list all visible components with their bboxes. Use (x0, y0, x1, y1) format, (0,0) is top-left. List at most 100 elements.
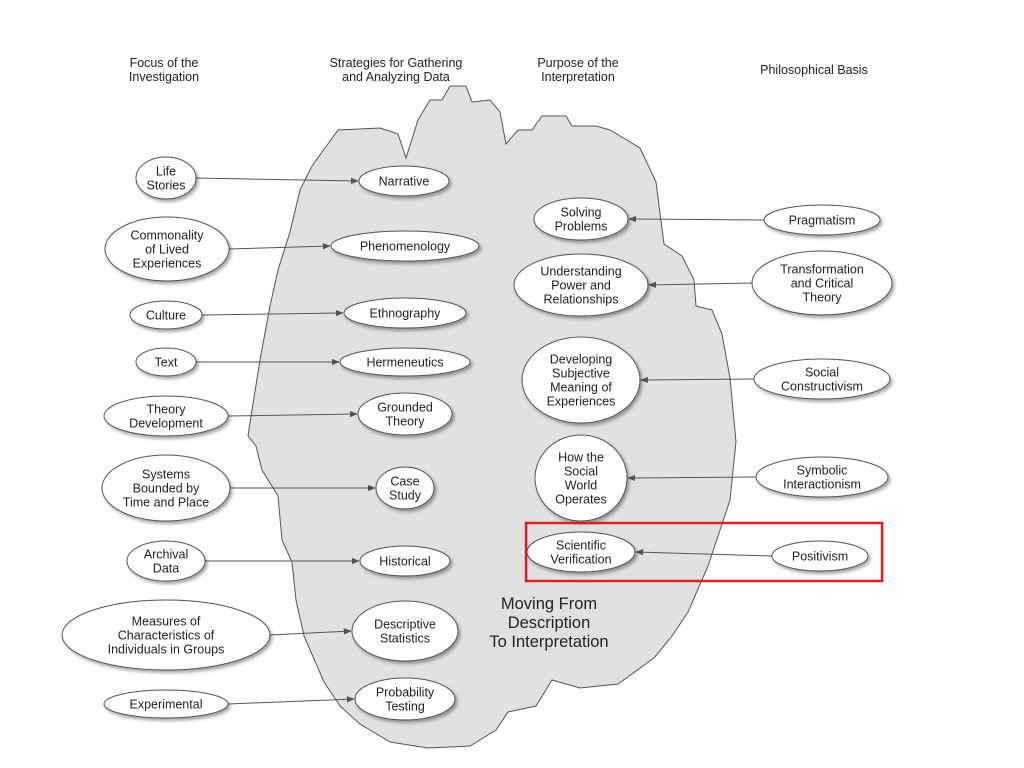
strategy-node-historical-label: Historical (379, 555, 430, 569)
header-purpose: Purpose of the Interpretation (537, 56, 619, 84)
purpose-node-solving-problems-ellipse (533, 197, 629, 241)
focus-node-systems-bounded-ellipse (101, 454, 231, 522)
focus-node-culture-ellipse (129, 300, 203, 330)
purpose-node-social-world-label: How the (558, 451, 604, 465)
strategy-node-descriptive-statistics-label: Descriptive (374, 618, 436, 632)
strategy-node-ethnography-label: Ethnography (370, 307, 442, 321)
strategy-node-grounded-theory-ellipse (357, 392, 453, 436)
strategy-node-hermeneutics-ellipse (339, 347, 471, 377)
focus-node-commonality-ellipse (104, 216, 230, 282)
focus-node-commonality-label: Experiences (133, 257, 202, 271)
strategy-node-historical: Historical (359, 545, 451, 577)
focus-node-measures-label: Individuals in Groups (108, 643, 225, 657)
focus-node-systems-bounded-label: Time and Place (123, 496, 209, 510)
purpose-node-scientific-verification-label: Scientific (556, 539, 606, 553)
focus-node-text-ellipse (135, 347, 197, 377)
arrow-theory-development-to-grounded-theory (227, 410, 358, 418)
strategy-node-probability-testing-label: Probability (376, 686, 435, 700)
purpose-node-developing-meaning-label: Developing (550, 353, 613, 367)
strategy-node-narrative-label: Narrative (379, 175, 430, 189)
philosophy-node-social-constructivism-ellipse (753, 358, 891, 400)
strategy-node-ethnography-ellipse (343, 297, 467, 329)
center-caption-line-3: To Interpretation (489, 633, 608, 651)
focus-node-life-stories-label: Stories (147, 179, 186, 193)
connector-lines (195, 177, 773, 705)
strategy-node-grounded-theory-label: Theory (386, 415, 426, 429)
philosophy-node-transformation-label: Theory (803, 291, 843, 305)
focus-node-commonality-label: Commonality (131, 229, 205, 243)
focus-node-systems-bounded-label: Bounded by (133, 482, 200, 496)
focus-node-text: Text (135, 347, 197, 377)
focus-node-theory-development-label: Theory (147, 403, 187, 417)
purpose-node-understanding-power-label: Power and (551, 279, 611, 293)
focus-node-life-stories-ellipse (135, 156, 197, 200)
arrow-culture-to-ethnography (201, 309, 344, 317)
purpose-node-scientific-verification-label: Verification (550, 553, 611, 567)
philosophy-node-symbolic-interactionism-label: Interactionism (783, 478, 861, 492)
strategy-node-case-study-label: Case (390, 475, 419, 489)
arrow-positivism-to-scientific-verification (635, 549, 773, 557)
arrow-measures-to-descriptive-statistics (269, 628, 352, 636)
strategy-node-ethnography: Ethnography (343, 297, 467, 329)
philosophy-node-pragmatism-label: Pragmatism (789, 214, 856, 228)
purpose-node-solving-problems-label: Solving (561, 206, 602, 220)
purpose-node-developing-meaning-label: Experiences (547, 395, 616, 409)
focus-node-archival-data-label: Data (153, 562, 179, 576)
strategy-node-case-study-ellipse (375, 466, 435, 510)
strategy-node-historical-ellipse (359, 545, 451, 577)
strategy-node-hermeneutics: Hermeneutics (339, 347, 471, 377)
center-caption-line-2: Description (508, 614, 591, 632)
philosophy-node-positivism-ellipse (771, 540, 869, 572)
strategy-node-narrative: Narrative (358, 165, 450, 197)
philosophy-node-positivism: Positivism (771, 540, 869, 572)
purpose-node-social-world-label: World (565, 479, 597, 493)
purpose-node-understanding-power-ellipse (513, 253, 649, 317)
philosophy-node-social-constructivism-label: Social (805, 366, 839, 380)
arrow-symbolic-interactionism-to-social-world (627, 474, 757, 482)
strategy-node-case-study-label: Study (389, 489, 422, 503)
header-philosophy: Philosophical Basis (760, 63, 868, 77)
purpose-node-social-world-label: Operates (555, 493, 606, 507)
arrow-pragmatism-to-solving-problems (628, 215, 765, 223)
strategy-node-probability-testing-ellipse (354, 677, 456, 721)
strategy-node-descriptive-statistics-label: Statistics (380, 632, 430, 646)
focus-node-systems-bounded-label: Systems (142, 468, 190, 482)
philosophy-node-social-constructivism-label: Constructivism (781, 380, 863, 394)
philosophy-node-symbolic-interactionism-ellipse (755, 456, 889, 498)
strategy-node-narrative-ellipse (358, 165, 450, 197)
purpose-node-solving-problems-label: Problems (555, 220, 608, 234)
focus-node-text-label: Text (155, 356, 178, 370)
arrow-commonality-to-phenomenology (228, 243, 331, 250)
strategy-node-probability-testing-label: Testing (385, 700, 425, 714)
purpose-node-social-world-label: Social (564, 465, 598, 479)
philosophy-node-transformation-ellipse (751, 250, 893, 316)
arrow-experimental-to-probability-testing (227, 696, 355, 705)
arrow-transformation-to-understanding-power (648, 281, 753, 289)
purpose-node-social-world-ellipse (534, 434, 628, 522)
arrow-social-constructivism-to-developing-meaning (640, 376, 755, 384)
focus-node-archival-data-label: Archival (144, 548, 188, 562)
philosophy-node-pragmatism-ellipse (763, 204, 881, 236)
focus-node-experimental-label: Experimental (130, 698, 203, 712)
focus-node-experimental: Experimental (103, 689, 229, 719)
focus-node-life-stories-label: Life (156, 165, 176, 179)
focus-node-theory-development-label: Development (129, 417, 203, 431)
focus-node-measures-label: Characteristics of (118, 629, 215, 643)
focus-node-measures-label: Measures of (132, 615, 201, 629)
focus-node-culture-label: Culture (146, 309, 186, 323)
